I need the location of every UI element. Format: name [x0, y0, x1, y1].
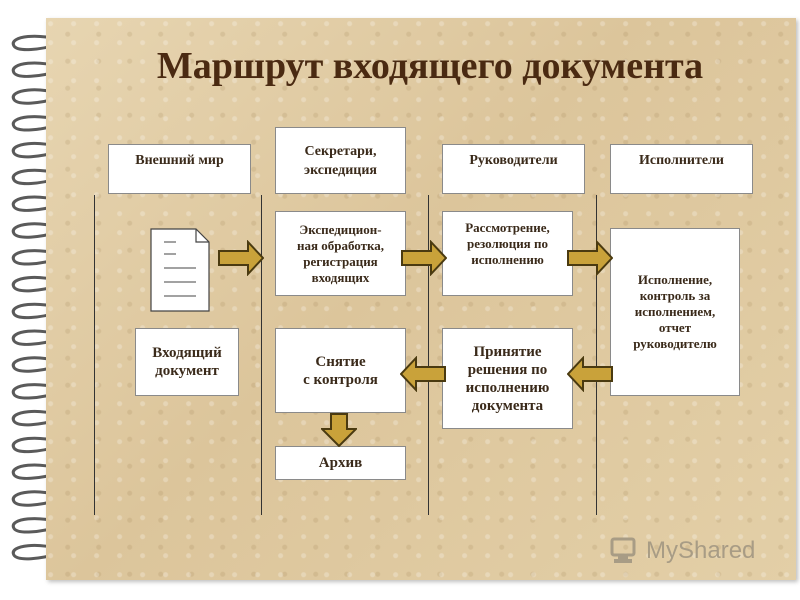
header-secretaries: Секретари, экспедиция [275, 127, 406, 194]
spiral-ring [11, 222, 67, 239]
lane-line-1 [94, 195, 95, 515]
spiral-ring [11, 115, 67, 132]
decision-box: Принятие решения по исполнению документа [442, 328, 573, 429]
lane-line-4 [596, 195, 597, 515]
arrow-down-removal-to-archive [321, 413, 357, 447]
spiral-ring [11, 383, 67, 400]
document-icon [150, 228, 210, 312]
spiral-ring [11, 195, 67, 212]
watermark-logo: MyShared [606, 536, 755, 566]
lane-line-2 [261, 195, 262, 515]
logo-icon [610, 537, 636, 563]
spiral-ring [11, 168, 67, 186]
spiral-ring [11, 490, 67, 507]
incoming-document-box: Входящий документ [135, 328, 239, 396]
header-executors: Исполнители [610, 144, 753, 194]
header-managers: Руководители [442, 144, 585, 194]
spiral-ring [11, 302, 67, 320]
spiral-ring [11, 329, 67, 346]
spiral-ring [11, 34, 67, 52]
header-external-world: Внешний мир [108, 144, 251, 194]
arrow-left-decision-to-removal [400, 356, 446, 392]
spiral-ring [11, 463, 67, 480]
logo-text: MyShared [646, 537, 756, 564]
arrow-left-execution-to-decision [567, 356, 613, 392]
spiral-ring [11, 543, 67, 561]
archive-box: Архив [275, 446, 406, 480]
lane-line-3 [428, 195, 429, 515]
spiral-ring [11, 436, 67, 454]
spiral-ring [11, 517, 67, 534]
arrow-right-doc-to-expedition [218, 240, 264, 276]
spiral-ring [11, 249, 67, 266]
spiral-ring [11, 88, 67, 105]
execution-control-box: Исполнение, контроль за исполнением, отч… [610, 228, 740, 396]
review-resolution-box: Рассмотрение, резолюция по исполнению [442, 211, 573, 296]
spiral-ring [11, 61, 67, 78]
arrow-right-expedition-to-review [401, 240, 447, 276]
spiral-ring [11, 409, 67, 427]
arrow-right-review-to-execution [567, 240, 613, 276]
spiral-ring [11, 141, 67, 159]
spiral-ring [11, 275, 67, 293]
removal-from-control-box: Снятие с контроля [275, 328, 406, 413]
spiral-ring [11, 356, 67, 373]
page-title: Маршрут входящего документа [156, 45, 704, 87]
expedition-processing-box: Экспедицион- ная обработка, регистрация … [275, 211, 406, 296]
